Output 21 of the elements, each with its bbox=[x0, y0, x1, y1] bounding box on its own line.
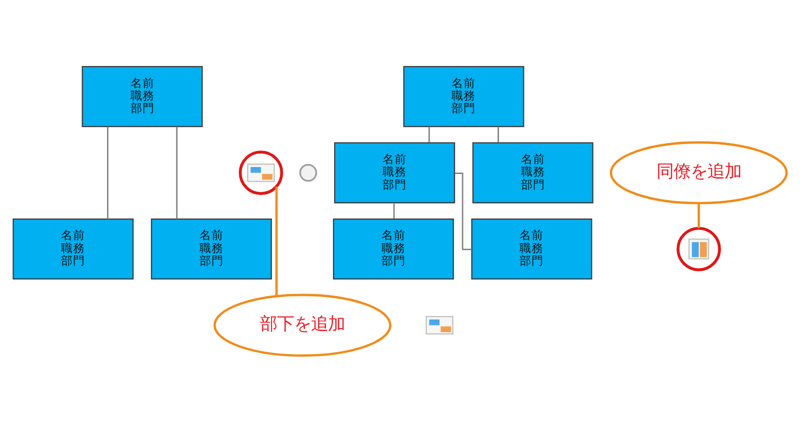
connector bbox=[698, 203, 700, 228]
connector bbox=[393, 202, 395, 219]
node-ellipse: 部下を追加 bbox=[213, 294, 392, 357]
node-box: 名前 職務 部門 bbox=[332, 218, 454, 280]
connector bbox=[176, 126, 178, 219]
connector bbox=[275, 186, 278, 296]
node-picture bbox=[676, 226, 721, 272]
node-ellipse: 同僚を追加 bbox=[610, 141, 788, 204]
node-box: 名前 職務 部門 bbox=[403, 66, 524, 128]
connector bbox=[107, 126, 108, 219]
node-box: 名前 職務 部門 bbox=[150, 218, 272, 280]
node-box: 名前 職務 部門 bbox=[82, 66, 203, 128]
node-circle bbox=[299, 164, 318, 182]
node-picture bbox=[238, 150, 284, 195]
node-box: 名前 職務 部門 bbox=[472, 142, 594, 204]
connector bbox=[428, 126, 430, 142]
connector bbox=[498, 126, 499, 142]
node-box: 名前 職務 部門 bbox=[334, 142, 456, 204]
node-box: 名前 職務 部門 bbox=[471, 218, 592, 280]
connector bbox=[454, 172, 472, 250]
node-box: 名前 職務 部門 bbox=[12, 218, 134, 280]
